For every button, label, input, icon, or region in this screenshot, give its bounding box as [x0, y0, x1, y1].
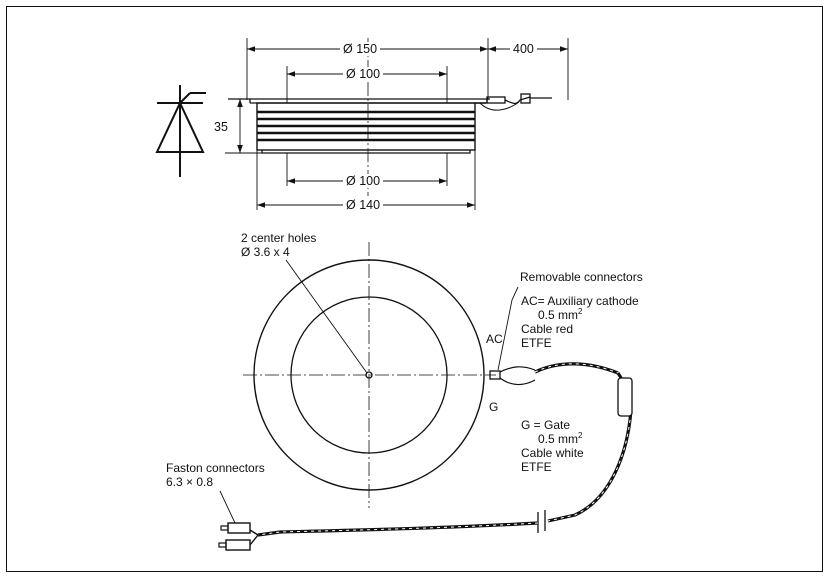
dim-diameter-140: Ø 140: [343, 198, 384, 212]
drawing-frame: [6, 6, 823, 572]
faston-connectors-label: Faston connectors 6.3 × 0.8: [166, 461, 265, 489]
auxiliary-cathode-note: AC= Auxiliary cathode 0.5 mm2 Cable red …: [521, 294, 639, 350]
g-terminal-tag: G: [489, 400, 499, 414]
ac-terminal-tag: AC: [486, 332, 503, 346]
dim-diameter-100-top: Ø 100: [343, 67, 384, 81]
removable-connectors-label: Removable connectors: [520, 270, 643, 284]
dimension-lines: [237, 38, 569, 210]
cable-assembly: [218, 286, 633, 551]
dim-diameter-100-bottom: Ø 100: [343, 174, 384, 188]
dim-height: 35: [211, 120, 231, 134]
side-view: [225, 38, 552, 196]
thyristor-symbol-icon: [155, 85, 206, 177]
gate-note: G = Gate 0.5 mm2 Cable white ETFE: [521, 418, 584, 474]
dim-diameter-150: Ø 150: [340, 42, 381, 56]
center-holes-label: 2 center holes Ø 3.6 x 4: [241, 231, 317, 259]
top-view: [243, 242, 496, 508]
dim-lead-length: 400: [510, 42, 537, 56]
